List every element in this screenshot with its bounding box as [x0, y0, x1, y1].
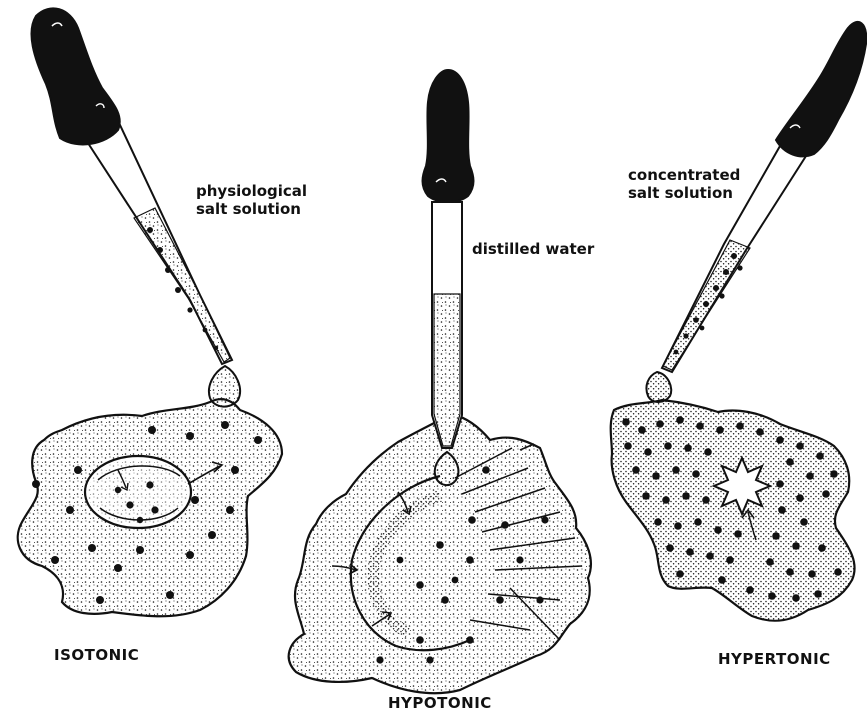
- hypertonic-caption: HYPERTONIC: [718, 650, 831, 668]
- hypotonic-solution-label: distilled water: [472, 240, 594, 258]
- hypertonic-dropper-bulb: [776, 22, 866, 156]
- isotonic-cell-nucleus: [85, 456, 191, 528]
- hypertonic-group: [611, 22, 867, 621]
- hypotonic-dropper-fluid: [434, 294, 460, 446]
- hypertonic-cell: [611, 400, 855, 621]
- isotonic-solution-line2: salt solution: [196, 200, 307, 218]
- isotonic-solution-label: physiological salt solution: [196, 182, 307, 218]
- hypertonic-droplet: [646, 372, 671, 402]
- hypotonic-cell-membrane: [289, 414, 591, 693]
- hypertonic-solution-line1: concentrated: [628, 166, 740, 184]
- hypotonic-dropper-bulb: [423, 70, 474, 202]
- isotonic-dropper-bulb: [31, 8, 119, 144]
- isotonic-group: [18, 8, 282, 616]
- isotonic-cell: [18, 399, 282, 616]
- hypertonic-solution-label: concentrated salt solution: [628, 166, 740, 202]
- hypertonic-solution-line2: salt solution: [628, 184, 740, 202]
- isotonic-solution-line1: physiological: [196, 182, 307, 200]
- hypertonic-shrunken-nucleus: [714, 458, 770, 514]
- hypertonic-cell-membrane: [611, 400, 855, 621]
- hypotonic-cell: [289, 414, 591, 693]
- isotonic-droplet: [209, 366, 240, 407]
- isotonic-caption: ISOTONIC: [54, 646, 139, 664]
- hypotonic-caption: HYPOTONIC: [388, 694, 492, 712]
- hypertonic-dropper: [646, 22, 866, 402]
- hypotonic-group: [289, 70, 591, 693]
